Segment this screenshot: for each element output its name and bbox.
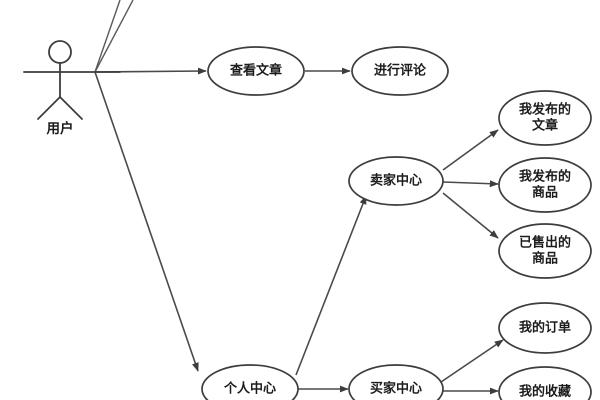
personal-center-ellipse [201, 364, 299, 400]
edge-actor-to-offscreen-b [94, 0, 121, 73]
my-orders-label: 我的订单 [519, 320, 571, 336]
my-published-articles-label: 我发布的 [519, 102, 571, 118]
sold-goods-label: 商品 [532, 251, 558, 267]
actor-label: 用户 [47, 120, 74, 137]
use-case-buyer-center[interactable]: 买家中心 [348, 364, 444, 400]
edge-actor-to-offscreen-a [94, 0, 134, 73]
edge-seller-to-my-goods [442, 180, 499, 188]
my-favorites-ellipse [498, 366, 592, 400]
view-article-label: 查看文章 [229, 63, 282, 79]
my-published-goods-ellipse [498, 157, 592, 213]
use-case-make-comment[interactable]: 进行评论 [351, 46, 449, 96]
edge-buyer-to-my-orders [440, 339, 504, 383]
seller-center-ellipse [348, 156, 444, 206]
edge-actor-to-personal-center [94, 71, 199, 372]
actor-head-icon [48, 40, 72, 64]
my-orders-ellipse [498, 302, 592, 354]
edge-seller-to-sold-goods [442, 192, 499, 239]
edge-personal-to-seller-center [295, 195, 367, 376]
use-case-my-orders[interactable]: 我的订单 [498, 302, 592, 354]
personal-center-label: 个人中心 [223, 381, 276, 397]
seller-center-label: 卖家中心 [370, 173, 422, 189]
actor-right-leg-line [59, 96, 83, 120]
buyer-center-ellipse [348, 364, 444, 400]
my-published-articles-ellipse [498, 90, 592, 146]
my-published-articles-label: 文章 [532, 118, 558, 134]
sold-goods-label: 已售出的 [519, 235, 571, 251]
edge-seller-to-my-articles [442, 129, 499, 171]
my-favorites-label: 我的收藏 [519, 384, 571, 400]
make-comment-label: 进行评论 [374, 63, 427, 79]
view-article-ellipse [207, 46, 305, 96]
my-published-goods-label: 商品 [532, 185, 558, 201]
use-case-personal-center[interactable]: 个人中心 [201, 364, 299, 400]
use-case-my-favorites[interactable]: 我的收藏 [498, 366, 592, 400]
sold-goods-ellipse [498, 223, 592, 279]
buyer-center-label: 买家中心 [370, 381, 422, 397]
actor-layer: 用户 [23, 40, 121, 137]
make-comment-ellipse [351, 46, 449, 96]
use-case-seller-center[interactable]: 卖家中心 [348, 156, 444, 206]
use-case-view-article[interactable]: 查看文章 [207, 46, 305, 96]
nodes-layer: 查看文章进行评论卖家中心我发布的文章我发布的商品已售出的商品个人中心买家中心我的… [201, 46, 592, 400]
actor-left-leg-line [37, 96, 61, 120]
my-published-goods-label: 我发布的 [519, 169, 571, 185]
